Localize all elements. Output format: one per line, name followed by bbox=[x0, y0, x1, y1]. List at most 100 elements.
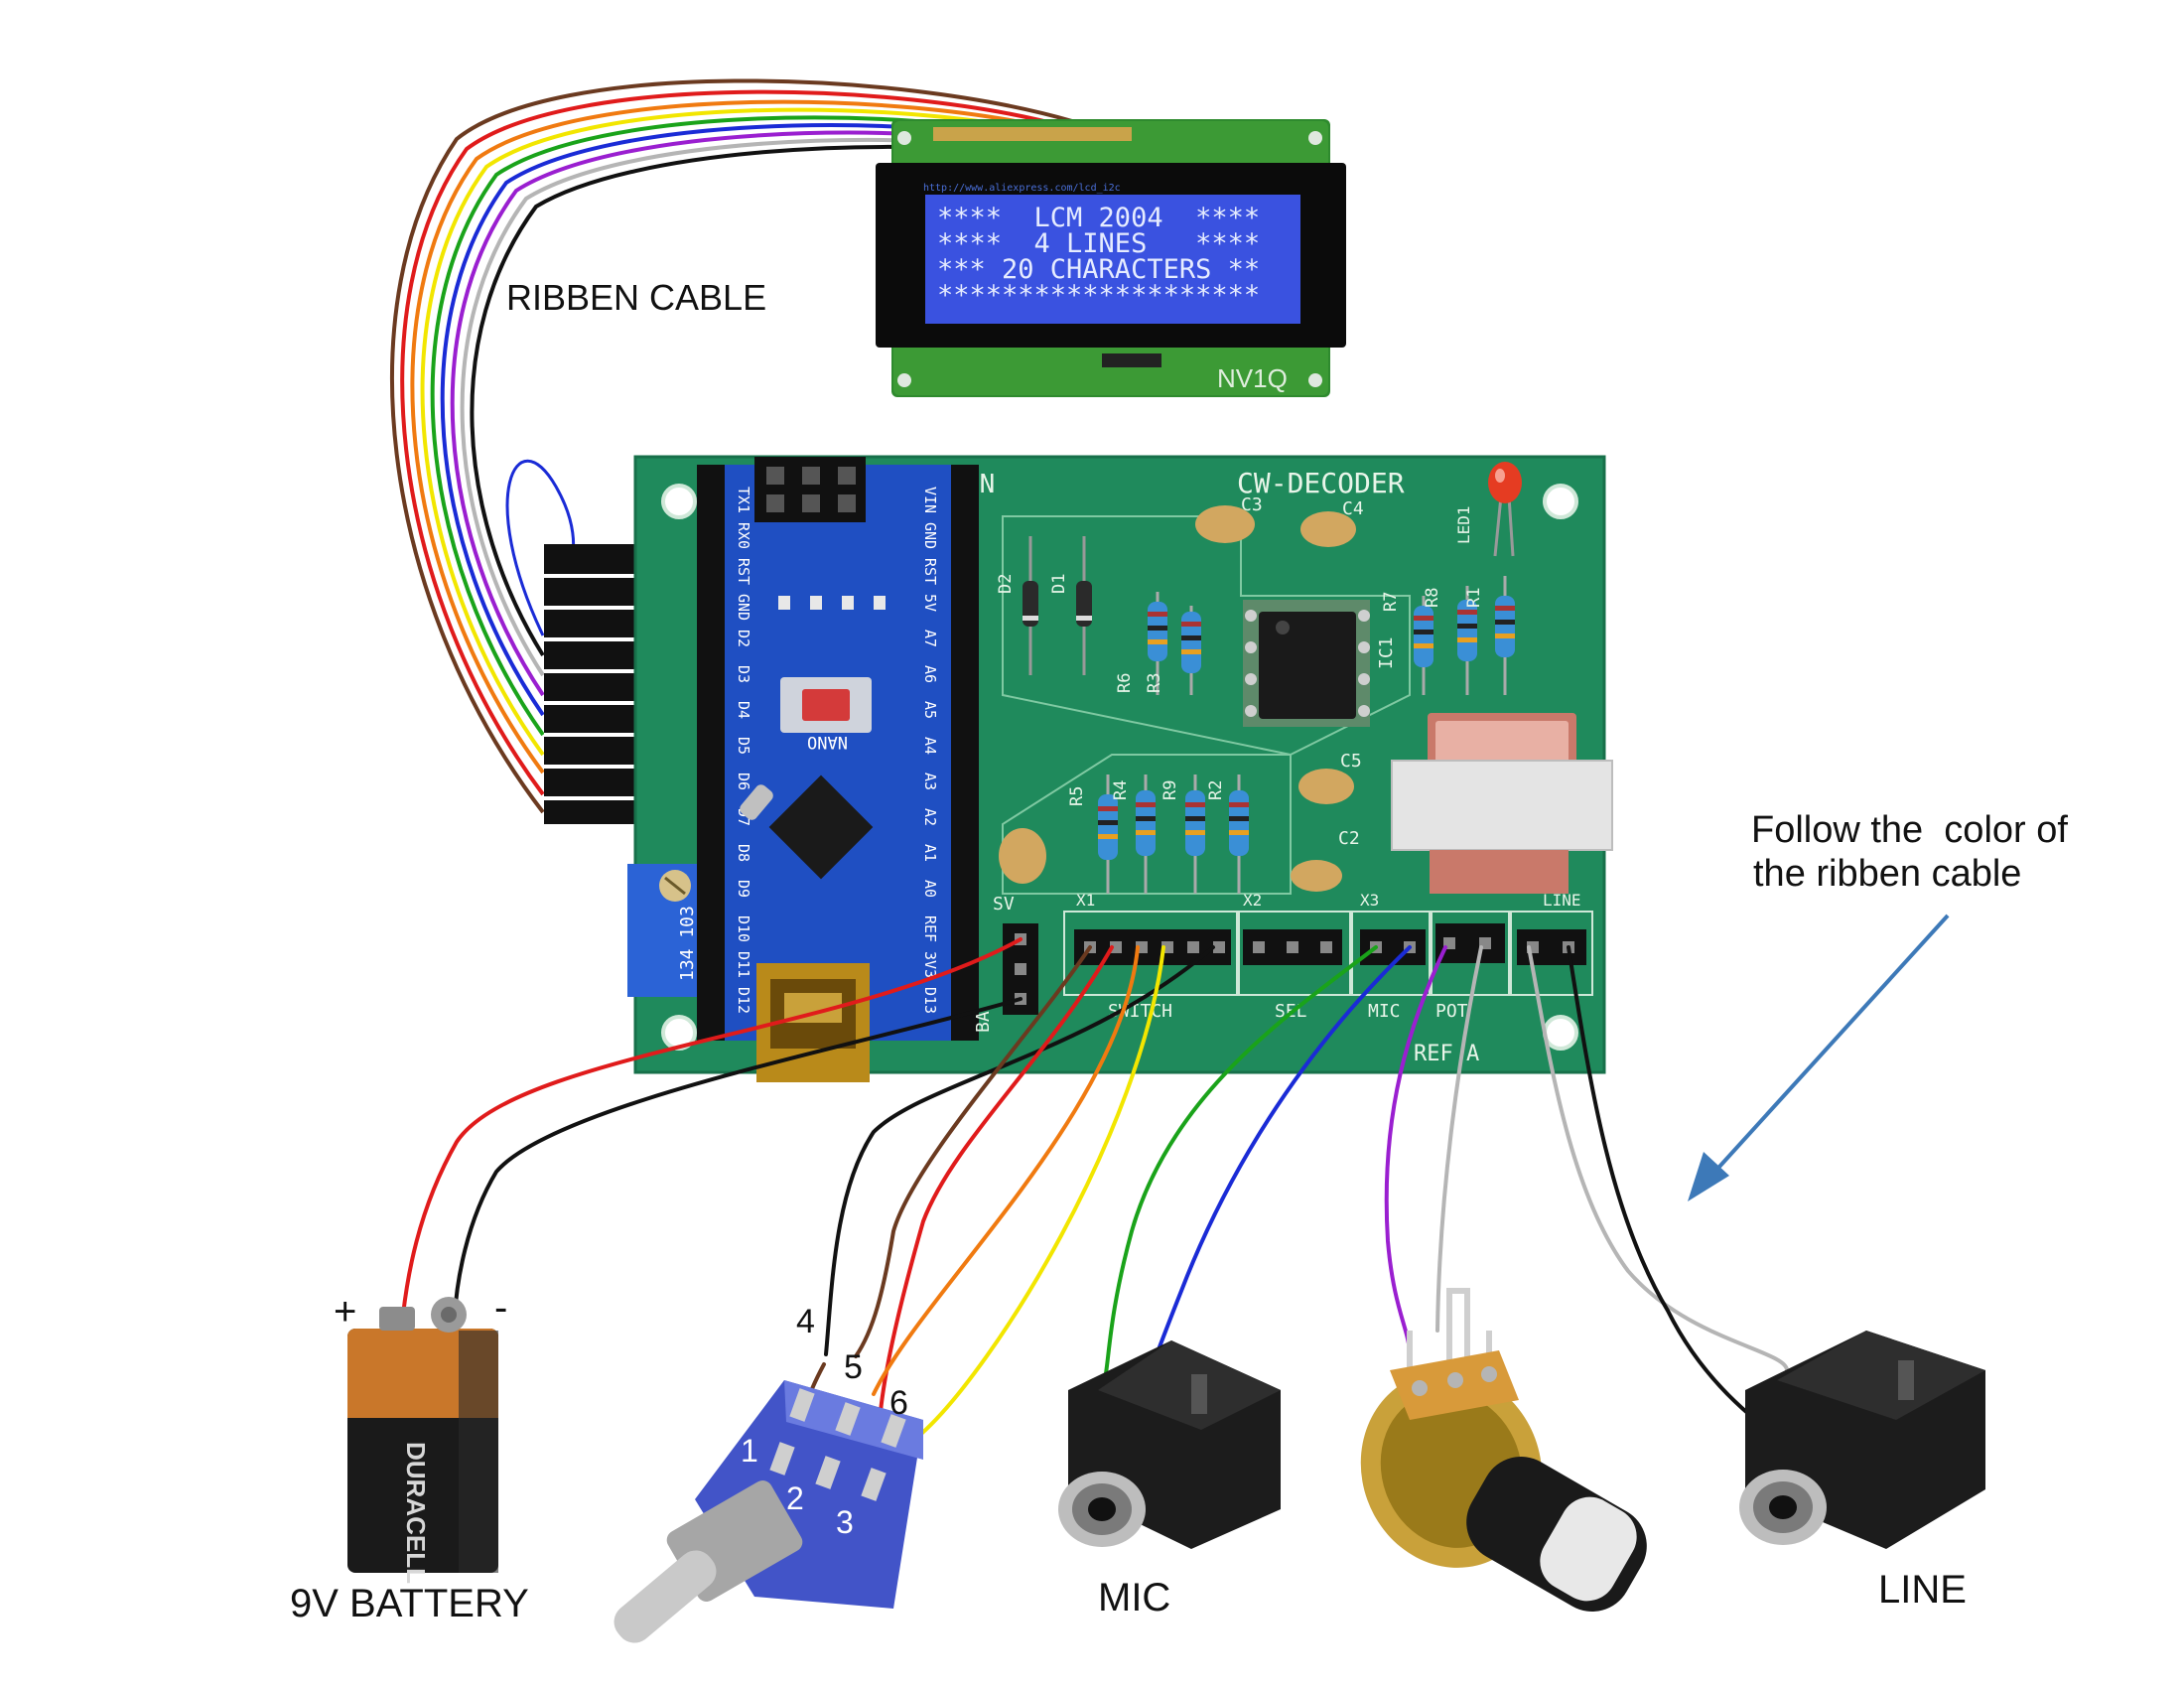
lcd-screen bbox=[925, 195, 1300, 324]
svg-text:A6: A6 bbox=[921, 665, 939, 683]
wire-mic-green bbox=[1096, 945, 1378, 1400]
header-pot: POT bbox=[1429, 911, 1510, 1022]
mic-jack bbox=[1058, 1340, 1281, 1549]
ic1-chip: IC1 bbox=[1243, 600, 1397, 727]
svg-text:X3: X3 bbox=[1360, 891, 1379, 910]
ref-label: REF A bbox=[1414, 1042, 1479, 1066]
svg-text:R8: R8 bbox=[1423, 588, 1442, 608]
wire-switch-black bbox=[824, 945, 1215, 1356]
svg-text:D9: D9 bbox=[735, 880, 752, 898]
note-line-2: the ribben cable bbox=[1753, 853, 2021, 895]
headers: SV BA X1 SWITCH X2 SEL X3 bbox=[973, 891, 1593, 1066]
pcb-board: ALOJN CW-DECODER LED1 C3 C4 C5 C2 bbox=[627, 455, 1613, 1082]
svg-text:GND: GND bbox=[735, 594, 752, 621]
svg-text:BA: BA bbox=[973, 1011, 994, 1033]
svg-text:R7: R7 bbox=[1381, 592, 1401, 612]
trimmer-potentiometer: 134 103 bbox=[627, 864, 707, 997]
svg-text:D4: D4 bbox=[735, 701, 752, 719]
switch-pin-2: 2 bbox=[786, 1480, 804, 1516]
svg-text:A5: A5 bbox=[921, 701, 939, 719]
nano-right-pin-labels: VIN GND RST 5V A7 A6 A5 A4 A3 A2 A1 A0 R… bbox=[921, 487, 939, 1014]
svg-text:5V: 5V bbox=[921, 594, 939, 612]
line-label: LINE bbox=[1878, 1568, 1967, 1612]
svg-text:R1: R1 bbox=[1464, 588, 1484, 608]
svg-text:X2: X2 bbox=[1243, 891, 1262, 910]
header-sel: X2 SEL bbox=[1236, 891, 1351, 1022]
switch-pin-6: 6 bbox=[889, 1384, 908, 1422]
wire-switch-red bbox=[878, 945, 1114, 1424]
svg-text:R5: R5 bbox=[1067, 786, 1087, 806]
svg-text:RST: RST bbox=[921, 558, 939, 585]
svg-text:D5: D5 bbox=[735, 737, 752, 755]
line-jack bbox=[1739, 1331, 1985, 1549]
svg-text:A1: A1 bbox=[921, 844, 939, 862]
wire-switch-orange bbox=[872, 945, 1140, 1396]
svg-text:A2: A2 bbox=[921, 808, 939, 826]
wire-switch-yellow bbox=[919, 945, 1165, 1436]
svg-text:D11: D11 bbox=[735, 951, 752, 978]
lcd-url: http://www.aliexpress.com/lcd_i2c bbox=[923, 183, 1121, 194]
battery-brand: DURACELL bbox=[401, 1442, 431, 1584]
svg-text:RST: RST bbox=[735, 558, 752, 585]
resistor-r2: R2 bbox=[1206, 774, 1249, 894]
arrow-icon bbox=[1688, 914, 1950, 1201]
svg-text:LINE: LINE bbox=[1543, 891, 1581, 910]
pcb-title: CW-DECODER bbox=[1237, 467, 1405, 499]
svg-text:R6: R6 bbox=[1115, 673, 1135, 693]
battery-minus-label: - bbox=[494, 1286, 507, 1330]
diode-d2: D2 bbox=[996, 536, 1038, 675]
lcd-brand: NV1Q bbox=[1217, 363, 1288, 393]
svg-text:3V3: 3V3 bbox=[921, 951, 939, 978]
resistor-r1: R1 bbox=[1464, 576, 1515, 695]
resistor-r8: R8 bbox=[1423, 586, 1477, 695]
nano-left-pin-labels: TX1 RX0 RST GND D2 D3 D4 D5 D6 D7 D8 D9 … bbox=[735, 487, 752, 1014]
svg-text:D12: D12 bbox=[735, 987, 752, 1014]
svg-text:134 103: 134 103 bbox=[677, 906, 698, 981]
wire-pot-purple bbox=[1384, 945, 1447, 1356]
wire-switch-brown bbox=[854, 945, 1092, 1358]
resistor-r3: R3 bbox=[1145, 606, 1201, 695]
svg-text:D8: D8 bbox=[735, 844, 752, 862]
led-label: LED1 bbox=[1454, 505, 1473, 544]
svg-text:D13: D13 bbox=[921, 987, 939, 1014]
svg-text:C3: C3 bbox=[1241, 494, 1263, 515]
svg-text:D1: D1 bbox=[1049, 574, 1069, 594]
svg-text:D6: D6 bbox=[735, 773, 752, 790]
ribbon-cable-label: RIBBEN CABLE bbox=[506, 277, 766, 318]
wire-line-grey bbox=[1527, 945, 1789, 1372]
capacitor-c1 bbox=[999, 828, 1046, 884]
svg-text:MIC: MIC bbox=[1368, 1001, 1401, 1022]
toggle-switch: 1 2 3 4 5 6 bbox=[614, 1303, 923, 1643]
svg-text:D3: D3 bbox=[735, 665, 752, 683]
svg-text:A3: A3 bbox=[921, 773, 939, 790]
transformer bbox=[1391, 713, 1613, 894]
battery-plus-label: + bbox=[334, 1290, 356, 1334]
lcd-module: http://www.aliexpress.com/lcd_i2c **** L… bbox=[876, 119, 1346, 397]
capacitor-c3: C3 bbox=[1195, 494, 1263, 543]
svg-text:C5: C5 bbox=[1340, 751, 1362, 772]
svg-text:R2: R2 bbox=[1206, 780, 1226, 800]
svg-text:C2: C2 bbox=[1338, 828, 1360, 849]
nano-label: NANO bbox=[807, 732, 848, 752]
battery-label: 9V BATTERY bbox=[290, 1582, 529, 1625]
svg-text:R9: R9 bbox=[1160, 780, 1180, 800]
switch-pin-4: 4 bbox=[796, 1303, 815, 1340]
ribbon-connector bbox=[544, 544, 647, 824]
note-line-1: Follow the color of bbox=[1751, 809, 2068, 851]
svg-text:A0: A0 bbox=[921, 880, 939, 898]
wire-battery-red bbox=[401, 937, 1023, 1317]
capacitor-c5: C5 bbox=[1298, 751, 1362, 804]
resistor-r7: R7 bbox=[1381, 592, 1433, 695]
svg-text:A4: A4 bbox=[921, 737, 939, 755]
svg-text:R3: R3 bbox=[1145, 673, 1164, 693]
svg-text:VIN: VIN bbox=[921, 487, 939, 513]
svg-text:TX1: TX1 bbox=[735, 487, 752, 513]
lcd-line-1: **** LCM 2004 **** bbox=[937, 203, 1260, 233]
battery-9v: DURACELL + - bbox=[334, 1286, 507, 1584]
arduino-nano: TX1 RX0 RST GND D2 D3 D4 D5 D6 D7 D8 D9 … bbox=[697, 457, 979, 1082]
svg-text:D2: D2 bbox=[996, 574, 1016, 594]
resistor-r5: R5 bbox=[1067, 774, 1118, 894]
svg-text:R4: R4 bbox=[1111, 780, 1131, 800]
switch-pin-3: 3 bbox=[836, 1504, 854, 1540]
svg-text:D10: D10 bbox=[735, 915, 752, 942]
